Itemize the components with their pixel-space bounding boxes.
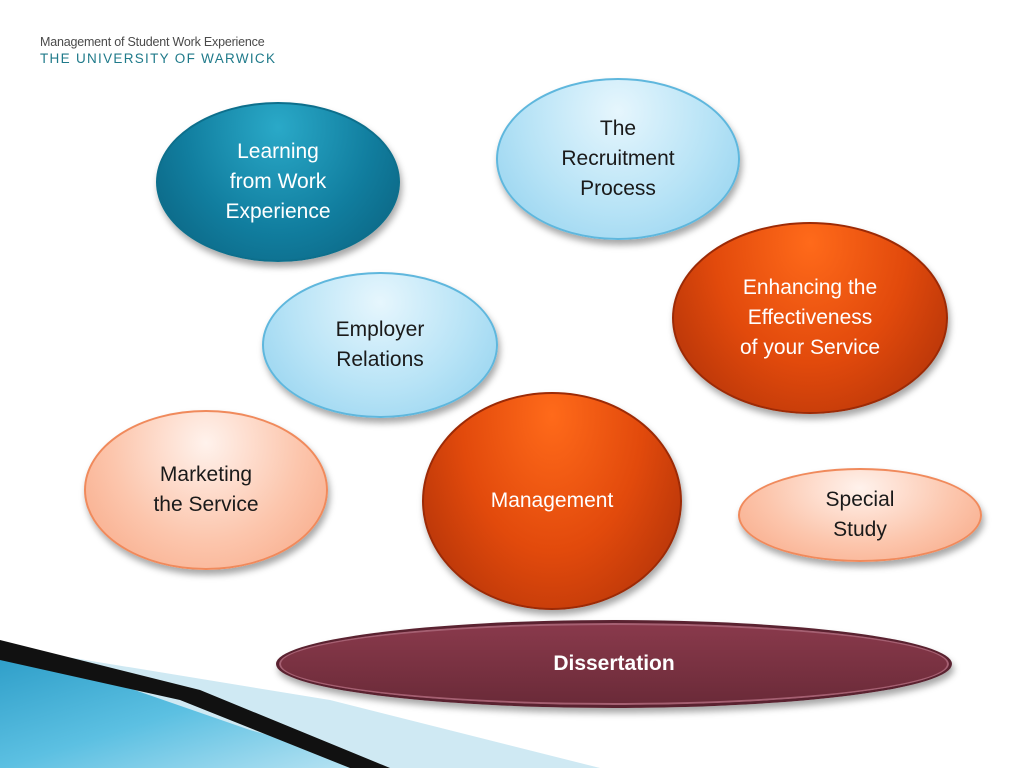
node-learning-from-work-experience: Learning from Work Experience <box>156 102 400 262</box>
node-label: Management <box>490 489 614 512</box>
logo-subtitle: Management of Student Work Experience <box>40 35 265 49</box>
node-recruitment-process: The Recruitment Process <box>496 78 740 240</box>
node-label: Employer Relations <box>335 318 425 371</box>
node-dissertation: Dissertation <box>276 620 952 708</box>
node-label: Enhancing the Effectiveness of your Serv… <box>739 276 881 359</box>
node-label: Marketing the Service <box>153 463 259 516</box>
logo-university-name: THE UNIVERSITY OF WARWICK <box>40 51 277 66</box>
node-label: Learning from Work Experience <box>225 140 331 223</box>
node-employer-relations: Employer Relations <box>262 272 498 418</box>
node-enhancing-effectiveness: Enhancing the Effectiveness of your Serv… <box>672 222 948 414</box>
node-special-study: Special Study <box>738 468 982 562</box>
node-label: The Recruitment Process <box>561 117 675 200</box>
node-marketing-the-service: Marketing the Service <box>84 410 328 570</box>
node-management: Management <box>422 392 682 610</box>
university-logo: Management of Student Work Experience TH… <box>40 35 276 66</box>
node-label: Special Study <box>825 488 895 541</box>
node-label: Dissertation <box>553 652 675 675</box>
